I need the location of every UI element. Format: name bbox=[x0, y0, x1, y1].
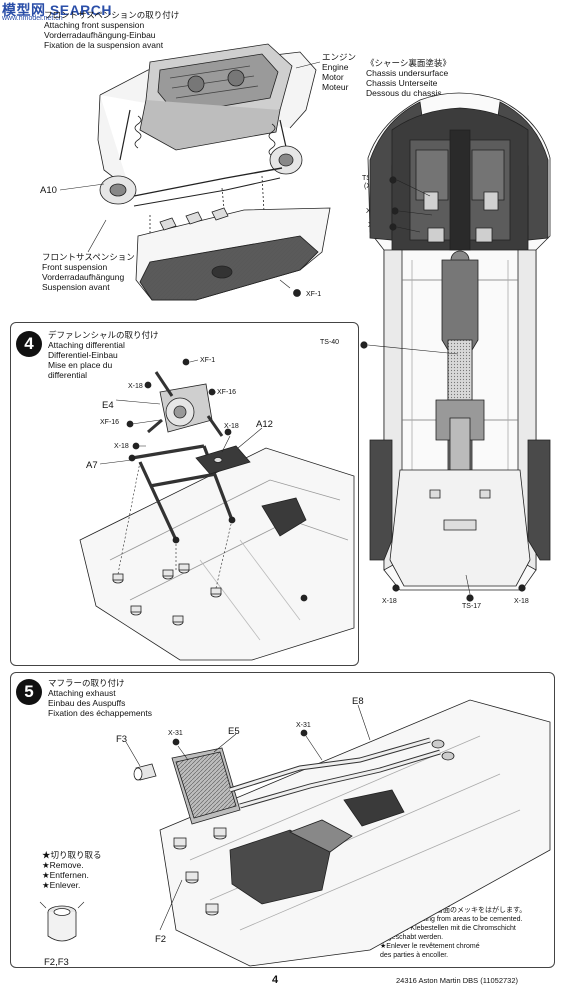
part-e4: E4 bbox=[102, 400, 114, 411]
part-a12: A12 bbox=[256, 419, 273, 430]
plating-note-jp: ★メッキ部品は接着面のメッキをはがします。 bbox=[380, 907, 527, 914]
front-susp-fr: Suspension avant bbox=[42, 282, 110, 292]
part-a7: A7 bbox=[86, 460, 98, 471]
chassis-title-en: Chassis undersurface bbox=[366, 68, 449, 78]
step3-title-jp: フロントサスペンションの取り付け bbox=[44, 10, 180, 20]
chassis-title: 《シャーシ裏面塗装》 Chassis undersurface Chassis … bbox=[366, 58, 451, 98]
engine-label-jp: エンジン bbox=[322, 52, 357, 62]
step4-title: デファレンシャルの取り付け Attaching differential Dif… bbox=[48, 330, 159, 380]
part-ts40: TS-40 bbox=[320, 339, 340, 346]
part-ts29-x18: (X-18) bbox=[364, 183, 384, 190]
chassis-title-de: Chassis Unterseite bbox=[366, 78, 438, 88]
plating-note-fr1: ★Enlever le revêtement chromé bbox=[380, 943, 480, 950]
chassis-underside-drawing bbox=[360, 92, 551, 602]
part-f3: F3 bbox=[116, 734, 128, 745]
chassis-title-fr: Dessous du chassis bbox=[366, 88, 442, 98]
kit-reference: 24316 Aston Martin DBS (11052732) bbox=[396, 976, 519, 985]
remove-note-de: ★Entfernen. bbox=[42, 870, 89, 880]
part-x31-chassis: X-31 bbox=[368, 222, 383, 229]
part-x18-chassis-right: X-18 bbox=[514, 598, 529, 605]
step5-panel bbox=[10, 672, 555, 968]
step4-panel bbox=[10, 322, 359, 666]
part-f2: F2 bbox=[155, 934, 167, 945]
remove-note-jp: ★切り取り取る bbox=[42, 850, 102, 860]
plating-note-en: ★Remove plating from areas to be cemente… bbox=[380, 916, 523, 923]
plating-note-fr2: des parties à encoller. bbox=[380, 952, 449, 959]
watermark-url: www.hmodel.net.cn bbox=[2, 15, 63, 22]
part-x18-step4-c: X-18 bbox=[224, 423, 239, 430]
step5-title-jp: マフラーの取り付け bbox=[48, 678, 125, 688]
remove-note-en: ★Remove. bbox=[42, 860, 84, 870]
part-f2-f3: F2,F3 bbox=[44, 957, 69, 968]
part-ts29: TS-29 bbox=[362, 175, 382, 182]
step5-number: 5 bbox=[16, 679, 42, 705]
step5-title-en: Attaching exhaust bbox=[48, 688, 116, 698]
front-susp-en: Front suspension bbox=[42, 262, 108, 272]
step5-title-de: Einbau des Auspuffs bbox=[48, 698, 126, 708]
engine-block-drawing bbox=[139, 43, 293, 151]
plating-note-de2: abgeschabt werden. bbox=[380, 934, 444, 941]
chassis-title-jp: 《シャーシ裏面塗装》 bbox=[366, 58, 451, 68]
part-x31-step5-b: X-31 bbox=[168, 730, 183, 737]
step4-title-jp: デファレンシャルの取り付け bbox=[48, 330, 159, 340]
plating-note: ★メッキ部品は接着面のメッキをはがします。 ★Remove plating fr… bbox=[380, 906, 526, 960]
part-x18-step4-a: X-18 bbox=[128, 383, 143, 390]
step4-title-fr1: Mise en place du bbox=[48, 360, 113, 370]
part-xf16-chassis: XF-16 bbox=[366, 208, 386, 215]
remove-note-fr: ★Enlever. bbox=[42, 880, 81, 890]
engine-label-fr: Moteur bbox=[322, 82, 349, 92]
step5-title-fr: Fixation des échappements bbox=[48, 708, 152, 718]
remove-note: ★切り取り取る ★Remove. ★Entfernen. ★Enlever. bbox=[42, 850, 102, 890]
front-susp-de: Vorderradaufhängung bbox=[42, 272, 125, 282]
part-xf1-step3: XF-1 bbox=[306, 291, 322, 298]
engine-label-de: Motor bbox=[322, 72, 344, 82]
step3-title-en: Attaching front suspension bbox=[44, 20, 145, 30]
step3-title-de: Vorderradaufhängung-Einbau bbox=[44, 30, 156, 40]
page-number: 4 bbox=[272, 974, 279, 986]
step5-title: マフラーの取り付け Attaching exhaust Einbau des A… bbox=[48, 678, 152, 718]
part-a10: A10 bbox=[40, 185, 57, 196]
part-xf16-step4-a: XF-16 bbox=[217, 389, 237, 396]
part-xf16-step4-b: XF-16 bbox=[100, 419, 120, 426]
part-x18-chassis-left: X-18 bbox=[382, 598, 397, 605]
part-e5: E5 bbox=[228, 726, 240, 737]
engine-label: エンジン Engine Motor Moteur bbox=[322, 52, 356, 92]
front-susp-jp: フロントサスペンション bbox=[42, 252, 135, 262]
step4-title-en: Attaching differential bbox=[48, 340, 125, 350]
front-suspension-label: フロントサスペンション Front suspension Vorderradau… bbox=[42, 252, 135, 292]
part-xf16-step4-c: XF-16 bbox=[314, 595, 334, 602]
part-x18-step4-b: X-18 bbox=[114, 443, 129, 450]
part-ts17: TS-17 bbox=[462, 603, 482, 610]
step4-title-de: Differentiel-Einbau bbox=[48, 350, 118, 360]
step4-title-fr2: differential bbox=[48, 370, 88, 380]
step3-title: フロントサスペンションの取り付け Attaching front suspens… bbox=[44, 10, 179, 50]
engine-label-en: Engine bbox=[322, 62, 349, 72]
plating-note-de1: ★An den Klebestellen mit die Chromschich… bbox=[380, 925, 516, 932]
part-x31-step5-a: X-31 bbox=[296, 722, 311, 729]
part-e8: E8 bbox=[352, 696, 364, 707]
step3-title-fr: Fixation de la suspension avant bbox=[44, 40, 164, 50]
part-xf1-step4: XF-1 bbox=[200, 357, 216, 364]
step4-number: 4 bbox=[16, 331, 42, 357]
watermark-brand: 模型网 SEARCH bbox=[2, 2, 113, 18]
